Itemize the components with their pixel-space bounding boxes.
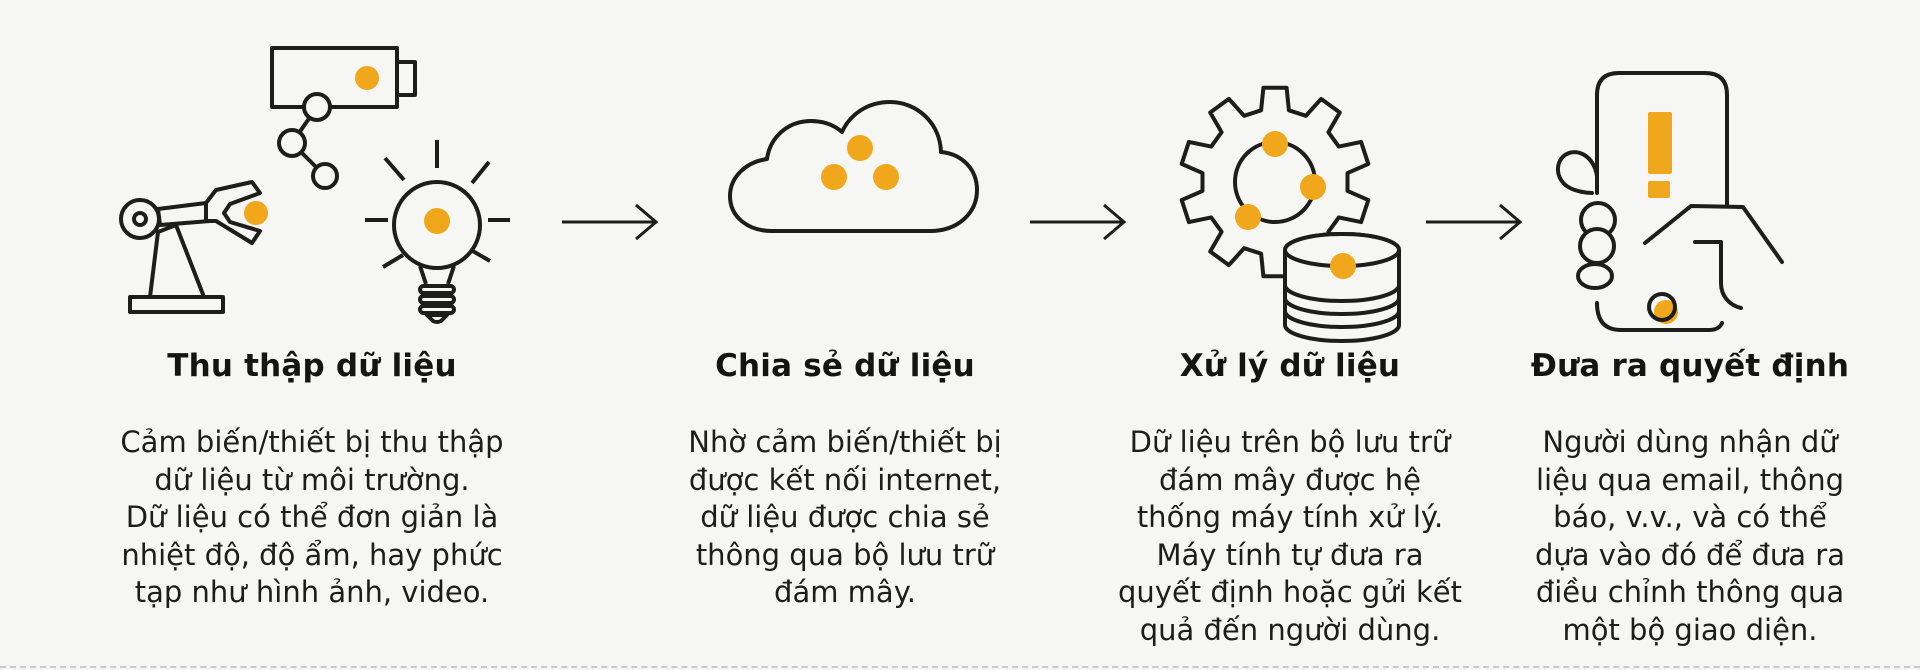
step-process: Xử lý dữ liệu Dữ liệu trên bộ lưu trữ đá…: [1090, 0, 1490, 670]
step-title: Xử lý dữ liệu: [1179, 348, 1401, 384]
step-title: Chia sẻ dữ liệu: [715, 348, 975, 384]
step-title: Thu thập dữ liệu: [167, 348, 457, 384]
security-camera-icon: [270, 46, 417, 109]
hand-icon: [1556, 150, 1784, 324]
alert-exclamation-icon: [1648, 112, 1672, 174]
database-icon: [1283, 232, 1401, 343]
process-icons: [1179, 85, 1401, 343]
step-description: Nhờ cảm biến/thiết bị được kết nối inter…: [688, 425, 1002, 609]
light-bulb-icon: [365, 140, 510, 324]
cloud-icon: [728, 100, 979, 233]
network-nodes-icon: [277, 92, 339, 190]
robot-arm-icon: [119, 180, 268, 314]
gear-icon: [1179, 85, 1371, 279]
flow-arrow: [1030, 203, 1127, 241]
collect-icons: [119, 46, 510, 324]
step-description: Cảm biến/thiết bị thu thập dữ liệu từ mô…: [120, 425, 504, 609]
phone-icon: [1595, 71, 1729, 332]
flow-arrow: [1426, 203, 1523, 241]
step-decide: Đưa ra quyết định Người dùng nhận dữ liệ…: [1510, 0, 1870, 670]
step-description: Dữ liệu trên bộ lưu trữ đám mây được hệ …: [1118, 425, 1462, 647]
flow-arrow: [562, 203, 659, 241]
slide-boundary-dashed-line: [0, 666, 1920, 668]
step-share: Chia sẻ dữ liệu Nhờ cảm biến/thiết bị đư…: [655, 0, 1035, 670]
step-title: Đưa ra quyết định: [1530, 348, 1850, 384]
step-description: Người dùng nhận dữ liệu qua email, thông…: [1535, 425, 1845, 647]
step-collect: Thu thập dữ liệu Cảm biến/thiết bị thu t…: [77, 0, 547, 670]
hand-holding-phone-alert-icon: [1556, 71, 1784, 332]
